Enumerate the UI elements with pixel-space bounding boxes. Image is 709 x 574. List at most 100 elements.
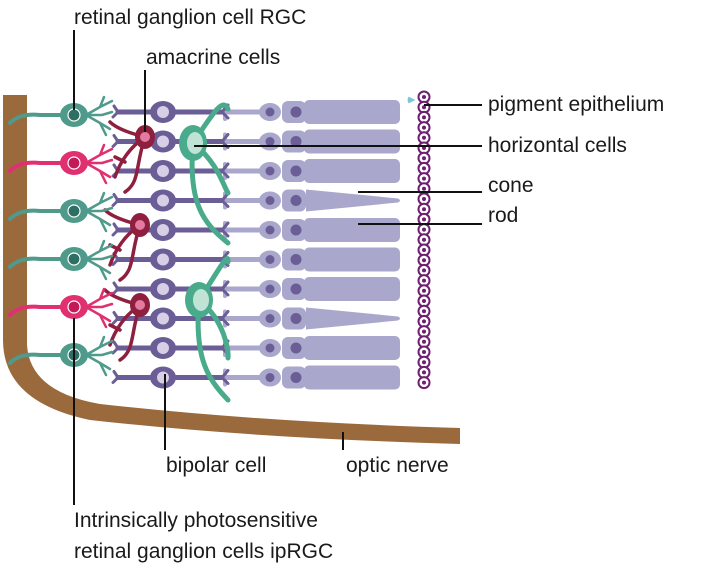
pigment-cell-core [422, 115, 426, 120]
amacrine-nucleus [140, 132, 150, 142]
photoreceptor-nucleus [265, 196, 275, 205]
rod-outer-segment [304, 100, 400, 124]
inner-segment-nucleus [290, 372, 302, 383]
ganglion-axon [8, 256, 62, 269]
amacrine-cell-layer [103, 120, 155, 362]
rod-cell [222, 365, 400, 390]
label-amacrine: amacrine cells [146, 46, 280, 69]
iprgc-cell [8, 287, 114, 329]
label-pigment-epithelium: pigment epithelium [488, 93, 664, 116]
rod-outer-segment [304, 218, 400, 242]
label-optic-nerve: optic nerve [346, 454, 449, 477]
label-iprgc-line2: retinal ganglion cells ipRGC [74, 540, 333, 563]
pigment-granule [407, 96, 416, 104]
ganglion-nucleus [67, 252, 81, 266]
ganglion-nucleus [67, 300, 81, 314]
pigment-cell-core [422, 176, 426, 181]
pigment-cell-core [422, 227, 426, 232]
amacrine-cell [108, 120, 155, 194]
inner-segment-nucleus [290, 342, 302, 354]
label-horizontal-cells: horizontal cells [488, 134, 627, 157]
ganglion-axon [8, 112, 62, 125]
bipolar-nucleus [157, 224, 169, 236]
ganglion-nucleus [67, 204, 81, 218]
pigment-cell-core [422, 360, 426, 365]
pigment-cell-core [422, 350, 426, 354]
inner-segment-nucleus [290, 106, 302, 118]
bipolar-cell [111, 278, 230, 300]
pigment-cell-core [422, 156, 426, 161]
inner-segment-nucleus [290, 254, 302, 265]
bipolar-nucleus [157, 135, 169, 148]
rod-cell [222, 247, 400, 272]
amacrine-processes [103, 208, 142, 282]
pigment-cell-core [422, 268, 426, 273]
photoreceptor-layer [222, 100, 400, 390]
ganglion-axon [8, 352, 62, 365]
iprgc-cell [8, 143, 114, 185]
inner-segment-nucleus [290, 313, 302, 324]
rod-outer-segment [304, 129, 400, 154]
pigment-cell-core [422, 380, 426, 385]
bipolar-nucleus [157, 371, 169, 384]
label-bipolar-cell: bipolar cell [166, 454, 266, 477]
pigment-cell-core [422, 135, 426, 140]
label-cone: cone [488, 174, 534, 197]
amacrine-nucleus [135, 220, 145, 230]
rod-outer-segment [304, 277, 400, 301]
pigment-cell-core [422, 166, 426, 171]
rod-cell [222, 159, 400, 183]
pigment-cell-core [422, 319, 426, 324]
inner-segment-nucleus [290, 283, 302, 295]
bipolar-dendrites [111, 192, 230, 208]
pigment-cell-core [422, 95, 426, 99]
photoreceptor-nucleus [265, 255, 275, 264]
photoreceptor-nucleus [265, 284, 275, 294]
rgc-cell [8, 191, 114, 233]
cone-outer-segment [306, 189, 400, 212]
photoreceptor-nucleus [265, 107, 275, 117]
rod-cell [222, 218, 400, 242]
ganglion-dendrites [84, 143, 114, 185]
bipolar-dendrites [111, 103, 230, 120]
bipolar-dendrites [111, 251, 230, 267]
rod-outer-segment [304, 159, 400, 183]
bipolar-nucleus [157, 342, 169, 354]
cone-outer-segment [306, 307, 400, 330]
ganglion-dendrites [84, 287, 114, 329]
bipolar-dendrites [111, 369, 230, 385]
pigment-cell-core [422, 197, 426, 201]
ganglion-dendrites [84, 335, 114, 377]
horizontal-nucleus [193, 289, 209, 311]
label-rgc: retinal ganglion cell RGC [74, 6, 306, 29]
amacrine-cell [103, 288, 150, 362]
bipolar-nucleus [157, 165, 169, 177]
ganglion-nucleus [67, 156, 81, 170]
ganglion-axon [8, 160, 62, 173]
bipolar-nucleus [157, 194, 169, 207]
ganglion-dendrites [84, 239, 114, 281]
rod-cell [222, 129, 400, 154]
pigment-cell-core [422, 186, 426, 191]
pigment-cell-core [422, 278, 426, 283]
ganglion-nucleus [67, 108, 81, 122]
bipolar-dendrites [111, 310, 230, 326]
inner-segment-nucleus [290, 224, 302, 236]
pigment-cell-core [422, 125, 426, 130]
amacrine-processes [108, 120, 147, 194]
ganglion-dendrites [84, 95, 114, 137]
ganglion-cell-layer [8, 95, 114, 377]
pigment-cell-core [422, 237, 426, 242]
bipolar-cell [111, 337, 230, 359]
bipolar-nucleus [157, 253, 169, 266]
amacrine-processes [103, 288, 142, 362]
pigment-cell-core [422, 309, 426, 314]
ganglion-axon [8, 304, 62, 317]
inner-segment-nucleus [290, 136, 302, 147]
label-rod: rod [488, 204, 518, 227]
bipolar-cell [111, 248, 230, 271]
pigment-cell-core [422, 299, 426, 303]
rod-cell [222, 100, 400, 124]
bipolar-dendrites [111, 280, 230, 297]
